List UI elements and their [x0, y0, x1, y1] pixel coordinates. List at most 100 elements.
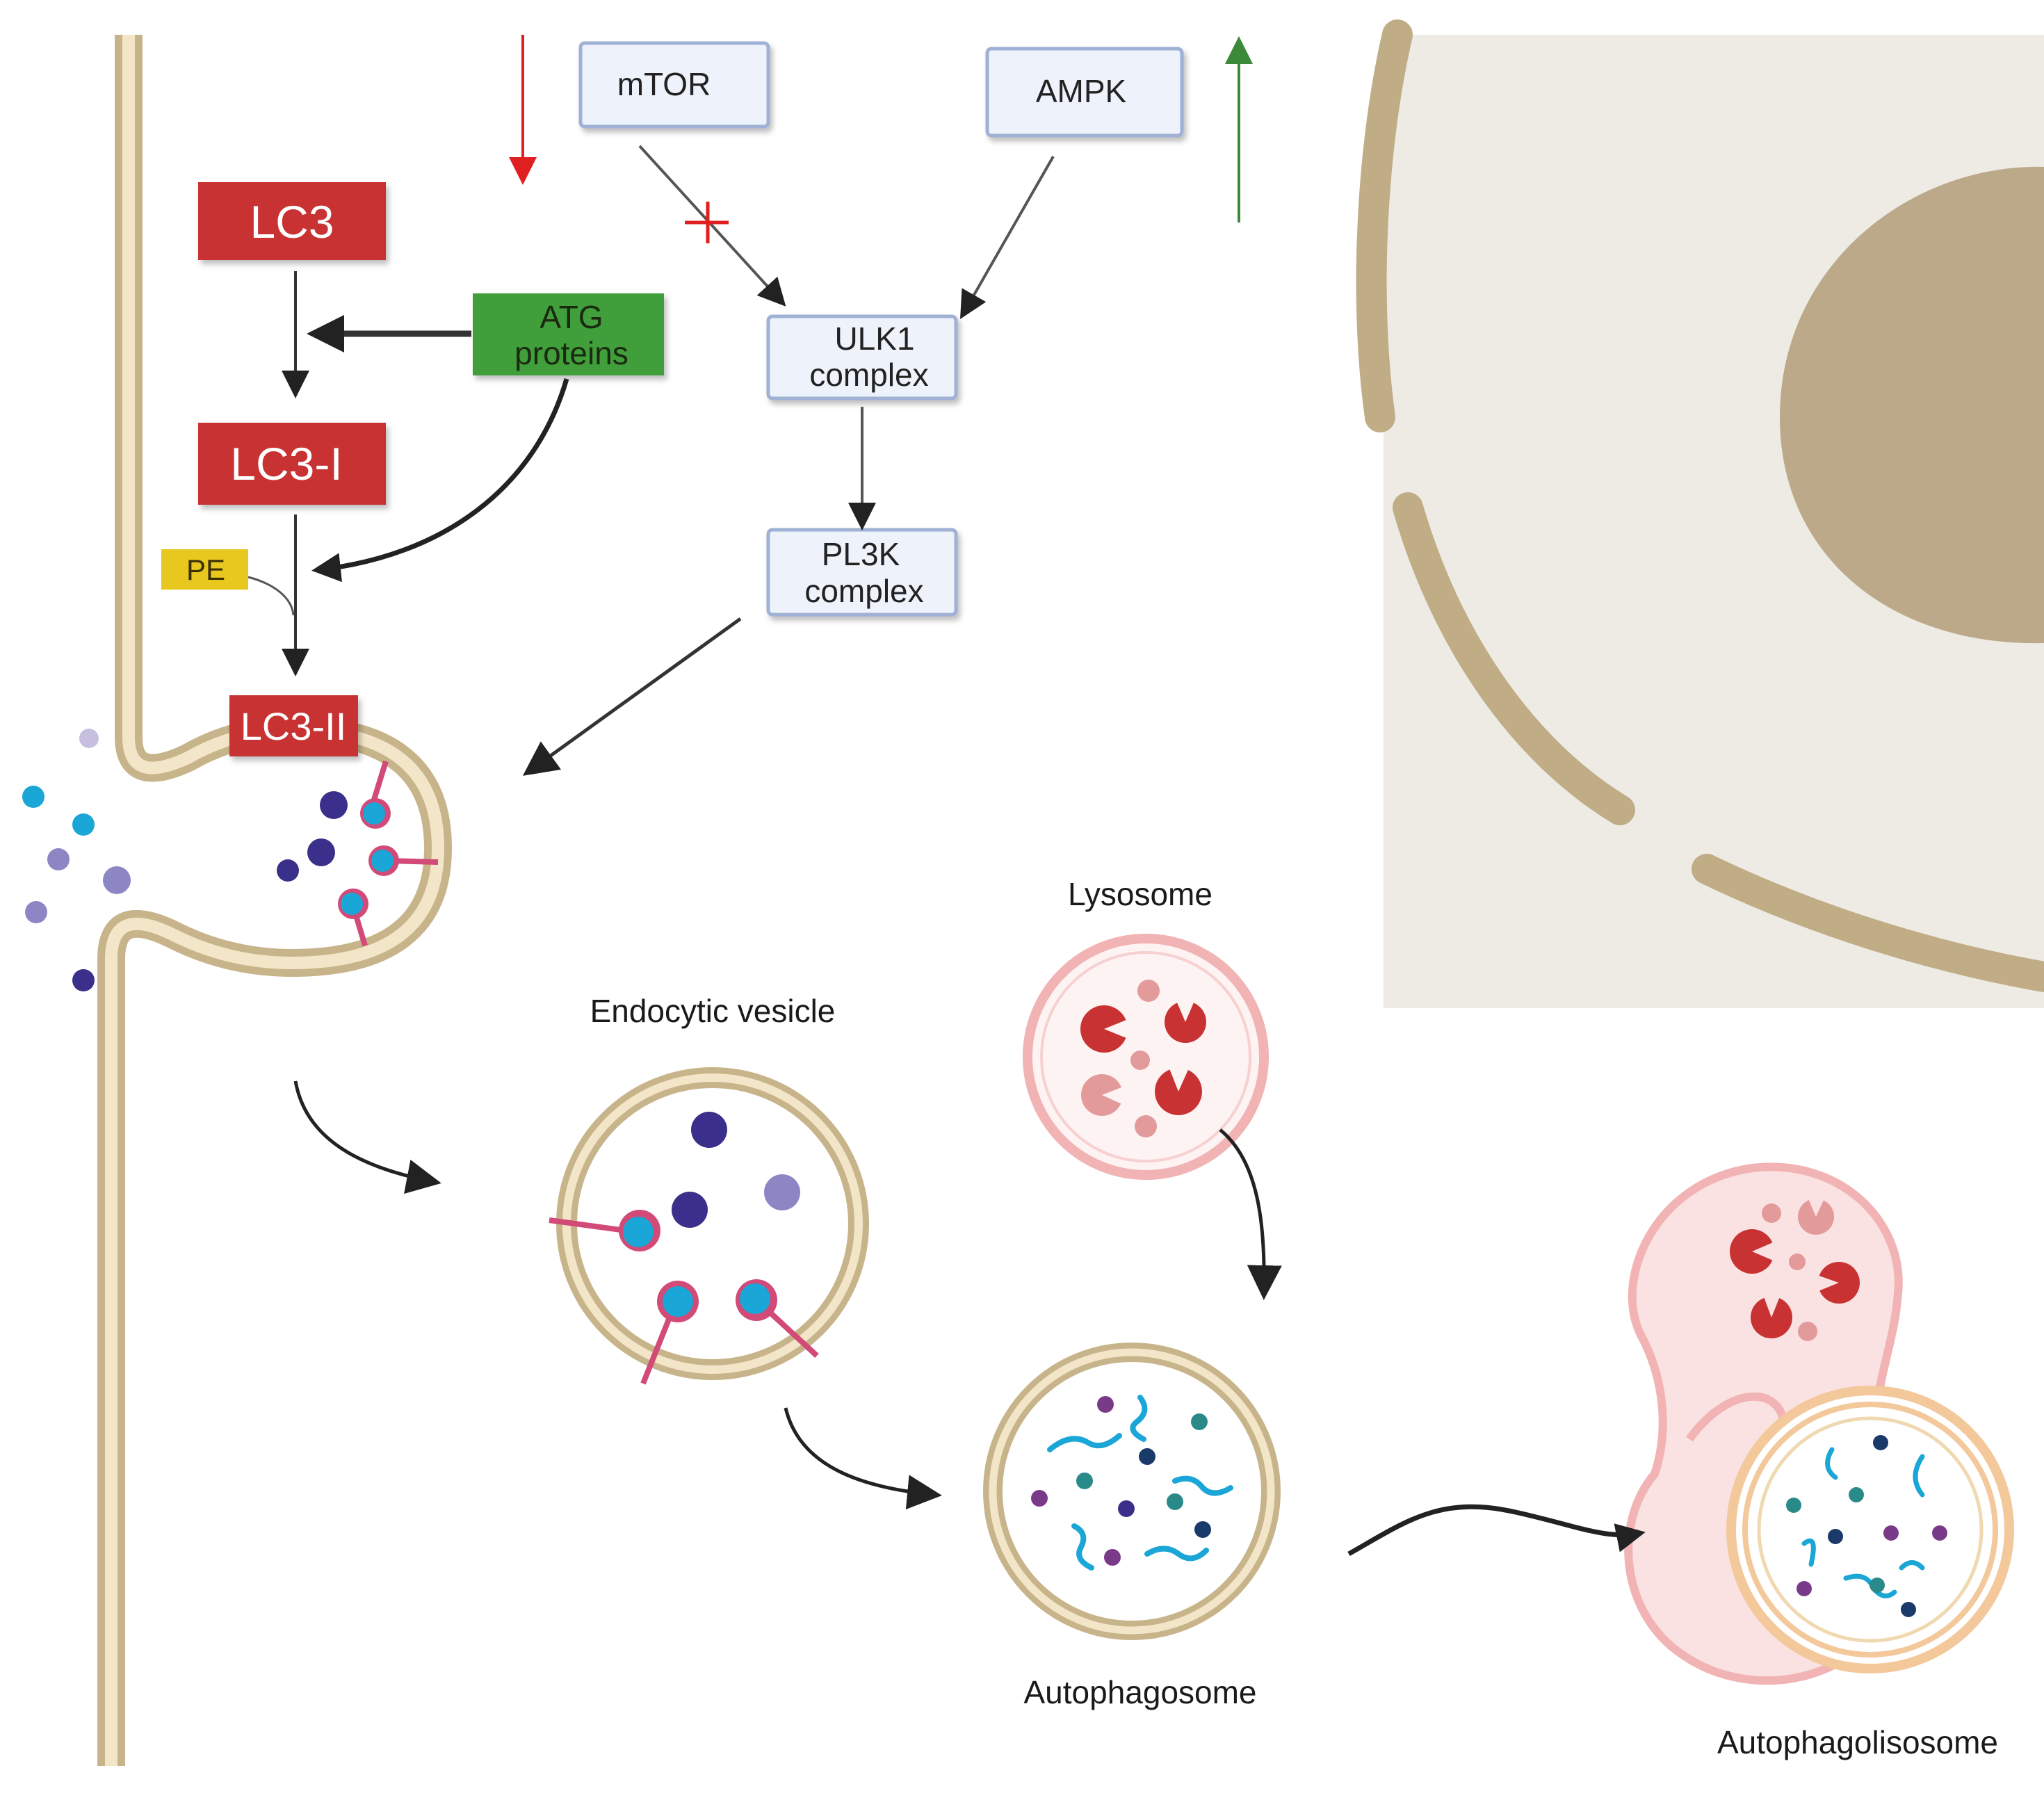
invagination-cargo [277, 760, 439, 947]
particle [307, 838, 335, 866]
cargo-particle [1097, 1396, 1114, 1413]
mtor-box [578, 41, 770, 129]
lysosomal-enzyme [1080, 1005, 1130, 1053]
receptor-bound-particle [736, 1279, 819, 1358]
ulk1-label-line2: complex [809, 357, 928, 393]
cargo-particle [1932, 1525, 1947, 1541]
particle [72, 969, 95, 991]
lc3-label: LC3 [250, 196, 334, 248]
atg-proteins-box [473, 293, 664, 375]
lysosomal-enzyme [1798, 1197, 1834, 1235]
autophagosome [983, 1343, 1281, 1640]
lc3-ii-label: LC3-II [241, 704, 347, 748]
lc3-i-box [198, 423, 386, 505]
atg-label-line1: ATG [540, 299, 603, 335]
pe-box [161, 549, 248, 590]
lc3-box [198, 182, 386, 260]
cell-membrane-segment [1692, 854, 2044, 992]
membrane-inner [105, 35, 444, 1766]
cell [1356, 19, 2044, 1008]
autophagosome-to-autophagolisosome-arrow [1347, 1504, 1646, 1557]
cargo-particle [1104, 1549, 1121, 1566]
vesicle-to-autophagosome-arrow [784, 1407, 942, 1510]
receptor-bound-particle [338, 889, 368, 947]
ulk1-label-line1: ULK1 [834, 321, 914, 357]
cargo-particle [1796, 1581, 1812, 1596]
particle [103, 866, 131, 894]
membrane-outer [97, 35, 452, 1766]
receptor-bound-particle [549, 1210, 660, 1251]
enzyme-fragment [1789, 1254, 1806, 1270]
enzyme-fragment [1135, 1115, 1157, 1137]
particle [691, 1112, 727, 1148]
cargo-particle [1873, 1435, 1888, 1450]
membrane-to-vesicle-arrow [293, 1080, 441, 1194]
particle [72, 813, 95, 836]
particle [25, 901, 47, 923]
ampk-box [985, 47, 1184, 138]
lysosomal-enzyme [1155, 1065, 1202, 1115]
lc3-i-label: LC3-I [230, 438, 342, 489]
receptor-bound-particle [368, 845, 439, 876]
ulk1-complex-box [766, 314, 958, 400]
lysosome-label: Lysosome [1068, 876, 1212, 912]
endocytic-vesicle-label: Endocytic vesicle [590, 993, 836, 1029]
ampk-label: AMPK [1036, 73, 1127, 109]
signaling-arrows [248, 35, 1253, 776]
pl3k-label-line1: PL3K [822, 536, 900, 572]
enzyme-fragment [1798, 1322, 1817, 1341]
nucleus [1780, 166, 2044, 644]
mtor-label: mTOR [617, 66, 711, 102]
cargo-particle [1076, 1473, 1093, 1489]
cargo-particle [1191, 1413, 1208, 1430]
lysosomal-enzyme [1081, 1074, 1125, 1116]
autophagolisosome-detail [1730, 1197, 1947, 1617]
lysosome-to-autophagosome-arrow [1219, 1128, 1282, 1300]
cargo-particle [1194, 1521, 1211, 1538]
endocytic-vesicle [549, 1067, 869, 1385]
cargo-particle [1901, 1602, 1916, 1617]
particle [79, 729, 99, 748]
lysosomal-enzyme [1751, 1293, 1792, 1338]
enzyme-fragment [1137, 980, 1160, 1002]
lysosomal-enzyme [1730, 1229, 1776, 1274]
cargo-particle [1828, 1529, 1843, 1544]
atg-label-line2: proteins [514, 335, 628, 371]
cargo-particle [1869, 1578, 1885, 1593]
degraded-cargo [1047, 1395, 1233, 1571]
lc3-ii-box [229, 695, 358, 756]
atg-to-lipidation-arrow [311, 378, 569, 583]
enzyme-fragment [1130, 1051, 1150, 1070]
pe-connector [248, 576, 295, 616]
cargo-particle [1786, 1498, 1801, 1513]
process-arrows [293, 1080, 1646, 1557]
receptor-bound-particle [360, 760, 391, 829]
ampk-to-ulk1-arrow [960, 156, 1055, 319]
cargo-particle [1118, 1500, 1135, 1517]
enzyme-fragment [1762, 1203, 1781, 1223]
plasma-membrane [97, 35, 452, 1766]
cell-membrane-segment [1356, 19, 1413, 432]
particle [277, 859, 299, 882]
autophagolisosome [1624, 1162, 2014, 1685]
cargo-particle [1883, 1525, 1899, 1541]
particle [764, 1174, 800, 1210]
receptor-bound-particle [640, 1281, 699, 1385]
pe-label: PE [186, 553, 225, 586]
cargo-particle [1849, 1487, 1864, 1502]
autophagosome-label: Autophagosome [1023, 1674, 1256, 1710]
extracellular-particles [22, 729, 131, 991]
cargo-particle [1031, 1490, 1048, 1507]
cell-membrane-segment [1393, 492, 1635, 825]
inhibition-cross-icon [685, 202, 729, 243]
cargo-particle [1139, 1448, 1155, 1465]
lysosomal-enzyme [1165, 998, 1206, 1043]
pl3k-label-line2: complex [804, 573, 923, 609]
particle [22, 786, 44, 808]
lysosome [1023, 934, 1269, 1180]
cargo-particle [1167, 1493, 1183, 1510]
particle [47, 848, 70, 870]
particle [320, 791, 348, 819]
